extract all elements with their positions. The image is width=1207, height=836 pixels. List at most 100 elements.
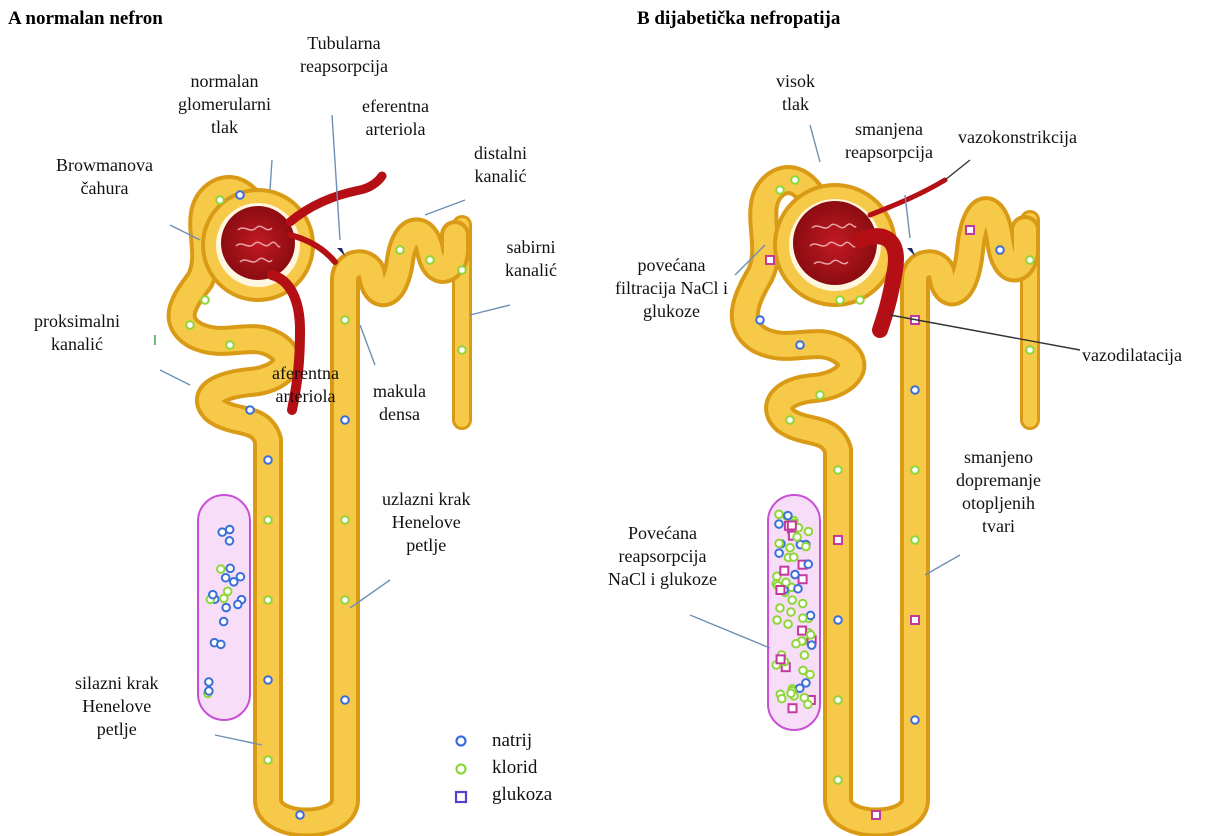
sodium-marker <box>911 716 919 724</box>
chloride-marker <box>801 651 809 659</box>
chloride-marker <box>805 528 813 536</box>
chloride-marker <box>778 695 786 703</box>
glucose-marker <box>780 567 788 575</box>
chloride-marker <box>341 596 349 604</box>
chloride-marker <box>799 600 807 608</box>
label-distal-tubule: distalni kanalić <box>474 142 527 188</box>
chloride-marker <box>834 776 842 784</box>
label-reduced-solute-delivery: smanjeno dopremanje otopljenih tvari <box>956 446 1041 538</box>
label-normal-glomerular-pressure: normalan glomerularni tlak <box>178 70 271 139</box>
sodium-marker <box>802 679 810 687</box>
chloride-marker <box>802 543 810 551</box>
sodium-marker <box>796 341 804 349</box>
chloride-marker <box>458 266 466 274</box>
chloride-marker <box>775 540 783 548</box>
glucose-marker <box>799 575 807 583</box>
chloride-marker <box>264 596 272 604</box>
glucose-marker <box>789 704 797 712</box>
label-tubular-reabsorption: Tubularna reapsorpcija <box>300 32 388 78</box>
glucose-marker <box>776 586 784 594</box>
glucose-marker <box>798 627 806 635</box>
chloride-marker <box>776 186 784 194</box>
label-bowman-capsule: Browmanova čahura <box>56 154 153 200</box>
sodium-marker <box>222 574 230 582</box>
chloride-marker <box>834 466 842 474</box>
sodium-marker <box>222 604 230 612</box>
sodium-marker <box>808 641 816 649</box>
chloride-marker <box>426 256 434 264</box>
label-ascending-limb: uzlazni krak Henelove petlje <box>382 488 470 557</box>
sodium-marker <box>264 676 272 684</box>
chloride-marker <box>773 616 781 624</box>
sodium-marker <box>220 618 228 626</box>
glucose-marker <box>966 226 974 234</box>
sodium-marker <box>296 811 304 819</box>
glucose-marker <box>788 521 796 529</box>
sodium-marker <box>756 316 764 324</box>
chloride-marker <box>201 296 209 304</box>
label-vasoconstriction: vazokonstrikcija <box>958 126 1077 149</box>
legend-sodium-marker <box>457 737 466 746</box>
legend <box>456 737 466 803</box>
label-increased-filtration: povećana filtracija NaCl i glukoze <box>615 254 728 323</box>
chloride-marker <box>264 756 272 764</box>
legend-glucose-marker <box>456 792 466 802</box>
chloride-marker <box>786 544 794 552</box>
sodium-marker <box>807 612 815 620</box>
chloride-marker <box>775 511 783 519</box>
sodium-marker <box>834 616 842 624</box>
chloride-marker <box>807 631 815 639</box>
chloride-marker <box>1026 346 1034 354</box>
sodium-marker <box>236 191 244 199</box>
chloride-marker <box>856 296 864 304</box>
sodium-marker <box>246 406 254 414</box>
glucose-marker <box>834 536 842 544</box>
chloride-marker <box>793 533 801 541</box>
label-afferent-arteriole: aferentna arteriola <box>272 362 339 408</box>
chloride-marker <box>911 466 919 474</box>
chloride-marker <box>790 553 798 561</box>
sodium-marker <box>209 591 217 599</box>
chloride-marker <box>1026 256 1034 264</box>
sodium-marker <box>341 696 349 704</box>
chloride-marker <box>341 516 349 524</box>
chloride-marker <box>226 341 234 349</box>
chloride-marker <box>216 196 224 204</box>
chloride-marker <box>776 604 784 612</box>
sodium-marker <box>205 687 213 695</box>
chloride-marker <box>788 596 796 604</box>
chloride-marker <box>911 536 919 544</box>
chloride-marker <box>791 176 799 184</box>
label-proximal-tubule: proksimalni kanalić <box>34 310 120 356</box>
glucose-marker <box>766 256 774 264</box>
legend-chloride-label: klorid <box>492 757 537 779</box>
chloride-marker <box>782 578 790 586</box>
glucose-marker <box>872 811 880 819</box>
sodium-marker <box>217 641 225 649</box>
sodium-marker <box>911 386 919 394</box>
label-collecting-duct: sabirni kanalić <box>505 236 557 282</box>
label-descending-limb: silazni krak Henelove petlje <box>75 672 158 741</box>
glucose-marker <box>911 616 919 624</box>
legend-glucose-label: glukoza <box>492 784 552 806</box>
efferent-arteriole-b <box>870 180 945 215</box>
sodium-marker <box>804 560 812 568</box>
chloride-marker <box>787 608 795 616</box>
chloride-marker <box>264 516 272 524</box>
chloride-marker <box>787 689 795 697</box>
sodium-marker <box>205 678 213 686</box>
sodium-marker <box>791 571 799 579</box>
chloride-marker <box>186 321 194 329</box>
chloride-marker <box>217 565 225 573</box>
chloride-marker <box>804 701 812 709</box>
sodium-marker <box>226 537 234 545</box>
chloride-marker <box>799 614 807 622</box>
label-increased-reabsorption: Povećana reapsorpcija NaCl i glukoze <box>608 522 717 591</box>
chloride-marker <box>220 595 228 603</box>
sodium-marker <box>784 512 792 520</box>
glucose-marker <box>777 655 785 663</box>
label-high-pressure: visok tlak <box>776 70 815 116</box>
sodium-marker <box>218 528 226 536</box>
sodium-marker <box>775 549 783 557</box>
